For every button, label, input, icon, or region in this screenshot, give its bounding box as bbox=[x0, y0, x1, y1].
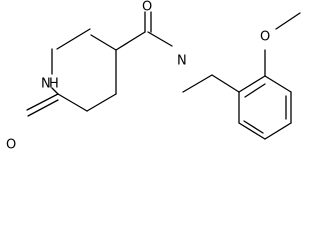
bond-ring-carbonyl bbox=[115, 31, 146, 51]
bond-b1-b2-inner bbox=[244, 83, 266, 98]
keto-oxygen-label: O bbox=[6, 138, 16, 153]
bond-b2-b3 bbox=[264, 75, 292, 93]
bond-ch2-ring bbox=[211, 74, 240, 93]
amide-nitrogen-label: N bbox=[177, 54, 187, 69]
methoxy-group bbox=[264, 12, 301, 77]
bond-keto-2 bbox=[27, 99, 59, 117]
bond-b1-b2 bbox=[238, 75, 266, 93]
bond-c2-c3 bbox=[56, 28, 91, 50]
bond-keto-1 bbox=[26, 93, 59, 111]
bond-n-ch2 bbox=[182, 74, 213, 93]
pyridinone-ring bbox=[51, 28, 117, 112]
bond-o-ch3 bbox=[275, 12, 301, 30]
bond-carbonyl-n bbox=[147, 31, 173, 47]
methoxy-oxygen-label: O bbox=[260, 30, 270, 45]
bond-c3-c4 bbox=[90, 34, 117, 51]
bond-c6-c1 bbox=[57, 93, 88, 112]
bond-c1-n bbox=[51, 87, 59, 95]
ring-hydrogen-label: H bbox=[49, 77, 59, 92]
amide-group bbox=[115, 11, 240, 93]
bond-c5-c6 bbox=[86, 93, 117, 112]
ring-nitrogen-label: N bbox=[41, 77, 51, 92]
chemical-structure: O N N H O O bbox=[6, 0, 301, 153]
carbonyl-oxygen-label: O bbox=[142, 0, 152, 15]
bond-b5-b6-inner bbox=[243, 120, 264, 134]
bond-b5-b6 bbox=[238, 122, 266, 140]
keto-bond bbox=[26, 93, 59, 117]
benzene-ring bbox=[238, 75, 292, 140]
bond-b4-b5 bbox=[264, 122, 292, 140]
